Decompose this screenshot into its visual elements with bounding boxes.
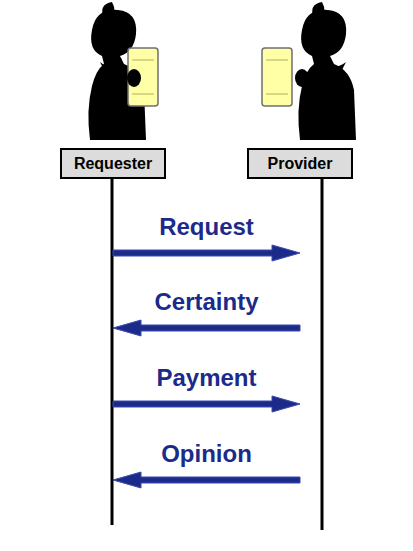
message-label: Certainty [154,288,258,316]
provider-figure [262,2,356,140]
lifeline [111,178,114,525]
message-arrow [113,472,300,488]
scroll [128,48,158,106]
message-arrow [113,245,300,261]
participant-name: Requester [74,155,152,173]
hair-tuft [312,2,324,24]
hand [127,69,141,87]
lifeline-box: Provider [247,148,353,179]
scroll-line [132,94,154,95]
message-label: Opinion [161,440,252,468]
message-arrow [113,396,300,412]
scroll-line [266,94,288,95]
message-label: Request [159,213,254,241]
scroll-line [266,60,288,61]
lifeline [321,178,324,530]
message-label: Payment [156,364,256,392]
scroll [262,48,292,106]
hand-on-chin [100,58,122,78]
hand [295,69,309,87]
lifeline-box: Requester [60,148,166,179]
hand-on-chin [324,58,346,78]
person-silhouette [88,10,146,140]
requester-figure [88,2,158,140]
participant-name: Provider [268,155,333,173]
scroll-line [132,60,154,61]
message-arrow [113,320,300,336]
hair-tuft [102,2,114,24]
